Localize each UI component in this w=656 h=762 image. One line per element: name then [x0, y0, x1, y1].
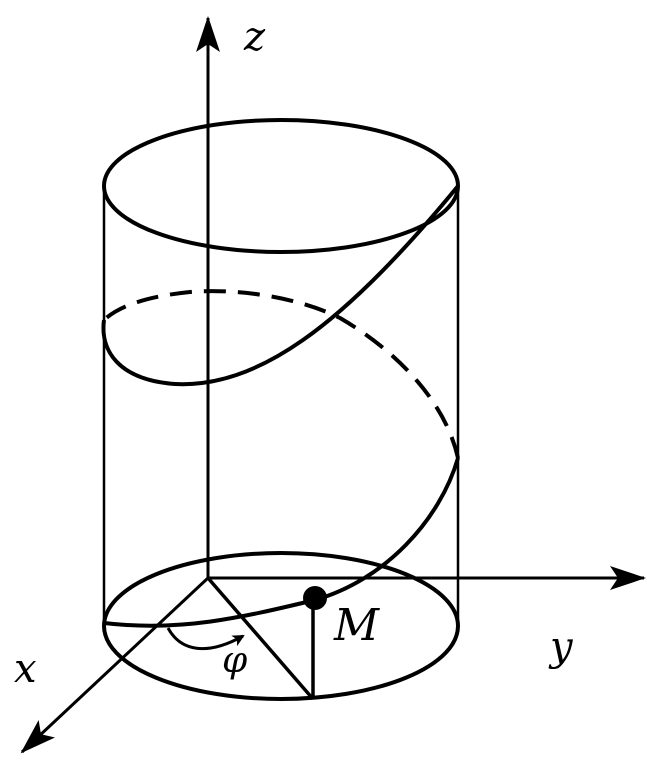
helix-front-upper	[101, 184, 460, 387]
point-M-label: M	[333, 600, 380, 651]
x-axis-label: x	[14, 646, 37, 692]
angle-arc	[166, 627, 245, 651]
construction-lines	[166, 576, 315, 701]
cylinder	[102, 118, 460, 701]
point-M	[303, 586, 327, 610]
y-axis-label: y	[548, 624, 574, 670]
x-axis	[20, 576, 210, 754]
angle-label: φ	[222, 640, 248, 681]
cylinder-top-ellipse	[102, 118, 460, 254]
helix-back-dashed	[102, 289, 460, 459]
projection-to-base	[206, 576, 315, 701]
axes	[20, 16, 646, 754]
helix-front-lower	[103, 457, 460, 628]
z-axis-label: z	[243, 14, 266, 60]
